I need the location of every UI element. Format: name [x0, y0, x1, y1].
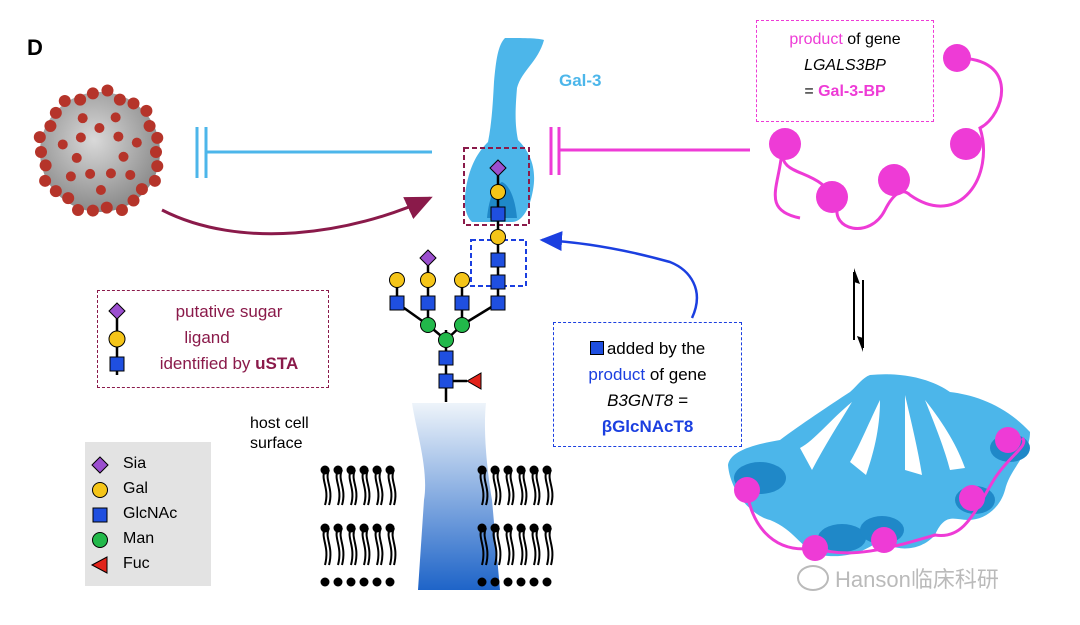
watermark-text: Hanson临床科研 — [835, 567, 999, 592]
ligand-line3: identified by uSTA — [134, 354, 324, 374]
ligand-info-box: putative sugar ligand identified by uSTA — [97, 290, 329, 388]
ligand-line3-pre: identified by — [159, 354, 256, 373]
host-cell-label: host cell surface — [250, 414, 340, 454]
man-node — [438, 332, 454, 348]
coronavirus-icon — [33, 84, 164, 217]
sia-node — [419, 249, 437, 267]
panel-label: D — [27, 35, 43, 60]
ligand-line1: putative sugar — [175, 302, 283, 321]
glcnac-node — [490, 295, 506, 311]
enzyme-line1-text: added by the — [606, 339, 706, 358]
legend-label-man: Man — [123, 530, 155, 547]
gal3-label: Gal-3 — [559, 71, 602, 90]
glcnac-node — [490, 206, 506, 222]
host-cell-line1: host cell — [250, 415, 309, 432]
legend-label-glcnac: GlcNAc — [123, 505, 178, 522]
membrane-protein-icon — [412, 403, 500, 590]
ligand-line2: ligand — [184, 328, 230, 347]
gal-node — [490, 184, 506, 200]
glcnac-node — [490, 274, 506, 290]
host-cell-line2: surface — [250, 435, 303, 452]
glcnac-node — [490, 252, 506, 268]
glcnac-square-icon — [589, 341, 604, 355]
gal3bp-gene-name: LGALS3BP — [804, 57, 886, 74]
legend-glcnac-icon — [92, 507, 108, 523]
watermark: Hanson临床科研 — [797, 562, 1057, 596]
enzyme-product-word: product — [588, 365, 646, 384]
gal3bp-protein-name: Gal-3-BP — [818, 83, 886, 100]
legend-label-gal: Gal — [123, 480, 148, 497]
sia-node — [489, 159, 507, 177]
legend-label-fuc: Fuc — [123, 555, 150, 572]
glcnac-node — [438, 350, 454, 366]
wechat-icon — [797, 565, 829, 591]
lipid-bilayer-icon — [320, 465, 554, 587]
gal3bp-chain-icon — [769, 44, 1004, 230]
glycan-tree — [389, 159, 507, 402]
equilibrium-arrows-icon — [853, 268, 864, 352]
enzyme-arrow — [539, 231, 699, 319]
gal3bp-inhibition-line — [549, 127, 750, 175]
ligand-glycan-icon — [108, 302, 126, 375]
legend-fuc-icon — [90, 556, 108, 574]
virus-inhibition-line — [195, 127, 432, 178]
gal3-oligomer-icon — [728, 374, 1030, 561]
enzyme-line1: added by the — [554, 339, 741, 359]
virus-binding-arrow — [161, 196, 433, 236]
enzyme-line2-rest: of gene — [645, 365, 707, 384]
enzyme-line2: product of gene — [554, 365, 741, 385]
binding-site-box — [463, 147, 530, 226]
glcnac-node — [454, 295, 470, 311]
gal-node — [454, 272, 470, 288]
gal-node — [389, 272, 405, 288]
legend-sia-icon — [91, 456, 109, 474]
man-node — [454, 317, 470, 333]
legend-gal-icon — [92, 482, 108, 498]
fuc-node — [465, 372, 482, 390]
gal3bp-line1-rest: of gene — [842, 31, 901, 48]
legend-label-sia: Sia — [123, 455, 147, 472]
glcnac-node — [420, 295, 436, 311]
gal-node — [490, 229, 506, 245]
gal3bp-line3: = Gal-3-BP — [757, 83, 933, 101]
gal3bp-info-box: product of gene LGALS3BP = Gal-3-BP — [756, 20, 934, 122]
man-node — [420, 317, 436, 333]
gal-node — [420, 272, 436, 288]
gal3bp-line1: product of gene — [757, 31, 933, 49]
enzyme-gene-name: B3GNT8 = — [607, 391, 688, 410]
ligand-method-name: uSTA — [255, 354, 299, 373]
glcnac-node — [389, 295, 405, 311]
gal3bp-product-word: product — [789, 31, 843, 48]
enzyme-info-box: added by the product of gene B3GNT8 = βG… — [553, 322, 742, 447]
glcnac-node — [438, 373, 454, 389]
enzyme-name: βGlcNAcT8 — [601, 417, 694, 436]
gal3bp-equals: = — [804, 83, 819, 100]
legend-man-icon — [92, 532, 108, 548]
